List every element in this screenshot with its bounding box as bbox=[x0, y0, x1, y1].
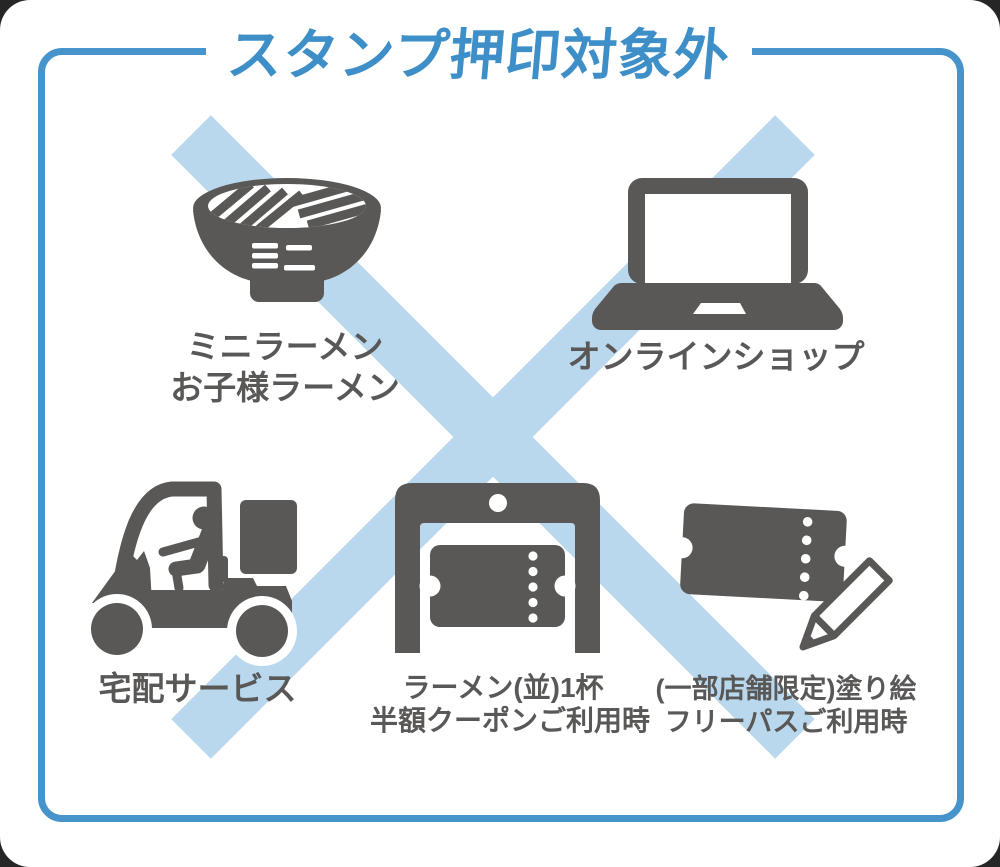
label-line: オンラインショップ bbox=[567, 338, 865, 375]
ramen-bowl-icon bbox=[193, 178, 381, 302]
label-line: 宅配サービス bbox=[98, 670, 297, 707]
item-label-delivery: 宅配サービス bbox=[60, 668, 335, 709]
coupon-ticket bbox=[430, 545, 565, 627]
driver-figure bbox=[158, 506, 219, 593]
label-line: ミニラーメン bbox=[186, 328, 384, 365]
item-label-coupon: ラーメン(並)1杯 半額クーポンご利用時 bbox=[370, 671, 651, 737]
laptop-icon bbox=[592, 178, 843, 330]
item-label-mini-ramen: ミニラーメン お子様ラーメン bbox=[150, 326, 420, 408]
pass-ticket bbox=[671, 503, 856, 602]
label-line: フリーパスご利用時 bbox=[664, 707, 908, 737]
smartphone-coupon-icon bbox=[395, 483, 600, 653]
delivery-scooter-icon bbox=[82, 481, 297, 666]
front-wheel bbox=[91, 603, 143, 655]
item-label-online-shop: オンラインショップ bbox=[566, 336, 866, 377]
label-line: お子様ラーメン bbox=[170, 369, 400, 406]
label-line: (一部店舗限定)塗り絵 bbox=[655, 674, 917, 704]
ticket-pencil-icon bbox=[671, 503, 893, 651]
label-line: 半額クーポンご利用時 bbox=[370, 705, 651, 736]
camera-dot bbox=[489, 494, 507, 512]
frame-gap-cover bbox=[206, 42, 752, 61]
pencil bbox=[799, 557, 893, 651]
perforation-dots bbox=[528, 551, 538, 623]
rear-wheel bbox=[236, 605, 288, 657]
page-title: スタンプ押印対象外 bbox=[224, 24, 733, 86]
bowl-mini-text bbox=[252, 243, 315, 271]
label-line: ラーメン(並)1杯 bbox=[402, 672, 604, 703]
item-label-coloring-pass: (一部店舗限定)塗り絵 フリーパスご利用時 bbox=[650, 673, 922, 739]
cargo-box bbox=[240, 500, 297, 574]
